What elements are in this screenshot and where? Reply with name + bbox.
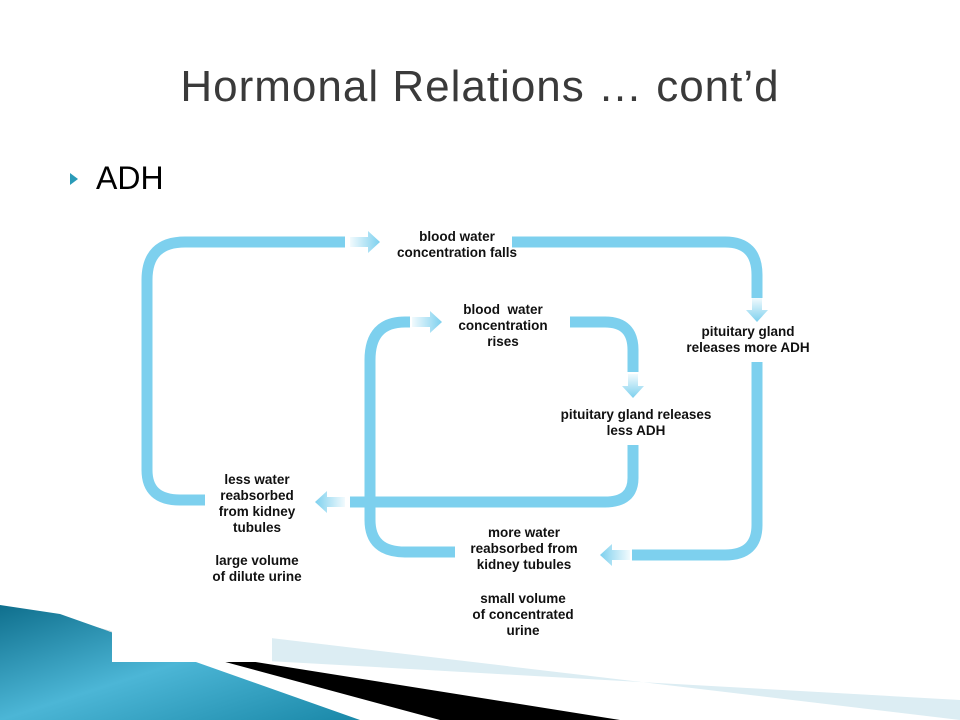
slide-title: Hormonal Relations … cont’d xyxy=(180,62,780,111)
inner-loop-bottom xyxy=(350,445,639,508)
decorative-corner xyxy=(0,600,960,720)
label-concentrated-urine: small volume of concentrated urine xyxy=(472,591,574,638)
arrow-right-icon xyxy=(412,311,442,333)
arrow-left-icon xyxy=(600,544,630,566)
label-less-water: less water reabsorbed from kidney tubule… xyxy=(218,472,296,535)
inner-loop-left xyxy=(364,316,455,558)
label-concentration-falls: blood water concentration falls xyxy=(396,229,518,260)
label-concentration-rises: blood water concentration rises xyxy=(458,302,548,349)
label-dilute-urine: large volume of dilute urine xyxy=(212,553,302,584)
inner-loop-right xyxy=(570,316,639,372)
bullet-item: ADH xyxy=(70,160,164,197)
outer-loop-right xyxy=(512,236,763,298)
bullet-arrow-icon xyxy=(70,172,78,185)
label-more-adh: pituitary gland releases more ADH xyxy=(686,324,810,355)
label-less-adh: pituitary gland releases less ADH xyxy=(560,407,712,438)
outer-loop-bottom xyxy=(632,362,763,561)
arrow-down-icon xyxy=(622,374,644,398)
arrow-left-icon xyxy=(315,491,345,513)
arrow-right-icon xyxy=(350,231,380,253)
pipes xyxy=(141,236,763,561)
outer-loop-left xyxy=(141,236,345,506)
bullet-text: ADH xyxy=(96,160,164,196)
arrows xyxy=(315,231,768,566)
label-more-water: more water reabsorbed from kidney tubule… xyxy=(470,525,578,572)
arrow-down-icon xyxy=(746,298,768,322)
